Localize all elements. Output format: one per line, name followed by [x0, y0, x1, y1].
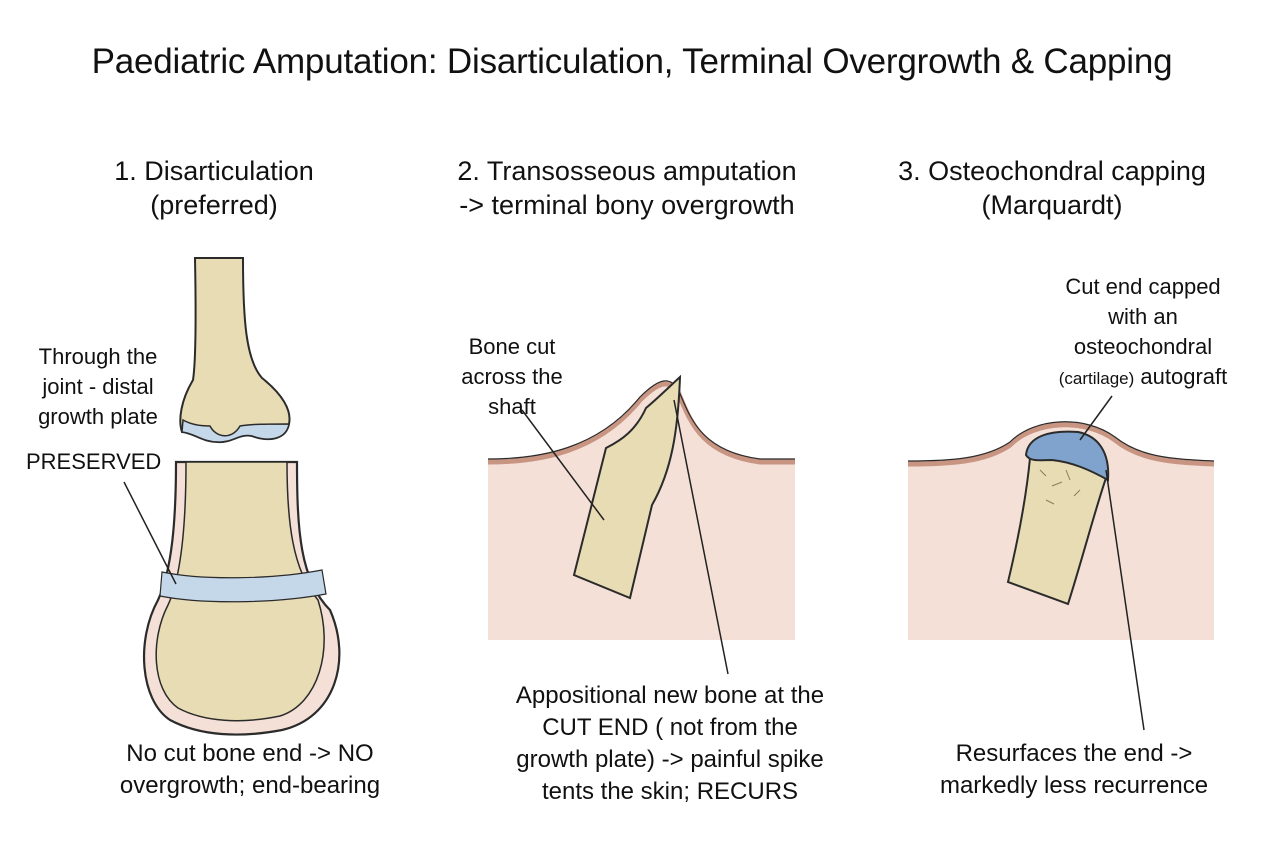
- panel-3-heading-line1: 3. Osteochondral capping: [898, 156, 1206, 186]
- cut-bone-with-spike: [572, 374, 682, 600]
- panel-3-label-after-small: autograft: [1134, 364, 1228, 389]
- bone-trabecular-texture: [1039, 469, 1081, 505]
- panel-1-label-line2: joint - distal: [42, 374, 154, 399]
- panel-1-caption-line1: No cut bone end -> NO: [126, 740, 374, 767]
- panel-2-caption-line1: Appositional new bone at the: [515, 682, 825, 709]
- panel-2-illustration: [487, 374, 795, 675]
- panel-3-leader-cap: [1079, 395, 1113, 441]
- panel-2-label-line3: shaft: [488, 394, 536, 419]
- panel-2-label-line1: Bone cut: [468, 334, 556, 359]
- panel-1-heading-line2: (preferred): [150, 190, 278, 220]
- panel-3-leader-resurface: [1105, 469, 1145, 731]
- panel-2-heading-line1: 2. Transosseous amputation: [457, 156, 797, 186]
- panel-2-caption-line3: growth plate) -> painful spike: [516, 746, 824, 773]
- panel-1-heading-line1: 1. Disarticulation: [114, 156, 314, 186]
- growth-plate-preserved: [159, 569, 327, 603]
- panel-1-label-line3: growth plate: [38, 404, 158, 429]
- panel-3-caption: Resurfaces the end -> markedly less recu…: [904, 738, 1244, 802]
- panel-3-caption-line1: Resurfaces the end ->: [955, 740, 1193, 767]
- panel-2-caption-line4: tents the skin; RECURS: [541, 778, 799, 805]
- articular-cartilage: [181, 418, 290, 443]
- panel-3-label-line4: (cartilage) autograft: [1026, 362, 1260, 394]
- panel-3-label-line1: Cut end capped: [1065, 274, 1221, 299]
- panel-3-label-small: (cartilage): [1058, 369, 1135, 388]
- panel-1-caption-line2: overgrowth; end-bearing: [119, 772, 381, 799]
- panel-3-heading: 3. Osteochondral capping (Marquardt): [862, 154, 1242, 222]
- panel-1-label-emphasis: PRESERVED: [26, 449, 162, 474]
- panel-1-label-line1: Through the: [38, 344, 158, 369]
- panel-3-heading-line2: (Marquardt): [981, 190, 1123, 220]
- panel-3-label: Cut end capped with an osteochondral (ca…: [1026, 272, 1260, 394]
- panel-1-illustration: [123, 257, 341, 736]
- panel-2-heading-line2: -> terminal bony overgrowth: [459, 190, 795, 220]
- page-title: Paediatric Amputation: Disarticulation, …: [91, 42, 1173, 81]
- panel-3-label-line2: with an: [1108, 304, 1178, 329]
- panel-2-heading: 2. Transosseous amputation -> terminal b…: [412, 154, 842, 222]
- panel-1-label: Through the joint - distal growth plate: [18, 342, 178, 432]
- panel-1-heading: 1. Disarticulation (preferred): [54, 154, 374, 222]
- panel-3-illustration: [907, 395, 1215, 731]
- panel-2-caption: Appositional new bone at the CUT END ( n…: [470, 680, 870, 808]
- panel-3-label-line3: osteochondral: [1073, 334, 1213, 359]
- proximal-bone: [179, 257, 291, 444]
- capped-stump-skin-line: [907, 422, 1215, 467]
- panel-1-caption: No cut bone end -> NO overgrowth; end-be…: [80, 738, 420, 802]
- panel-2-label-line2: across the: [461, 364, 563, 389]
- panel-2-label: Bone cut across the shaft: [442, 332, 582, 422]
- panel-2-leader-cut: [521, 409, 605, 521]
- panel-3-caption-line2: markedly less recurrence: [939, 772, 1209, 799]
- panel-1-leader-line: [123, 481, 177, 585]
- panel-2-caption-line2: CUT END ( not from the: [542, 714, 798, 741]
- panel-2-leader-spike: [673, 399, 729, 675]
